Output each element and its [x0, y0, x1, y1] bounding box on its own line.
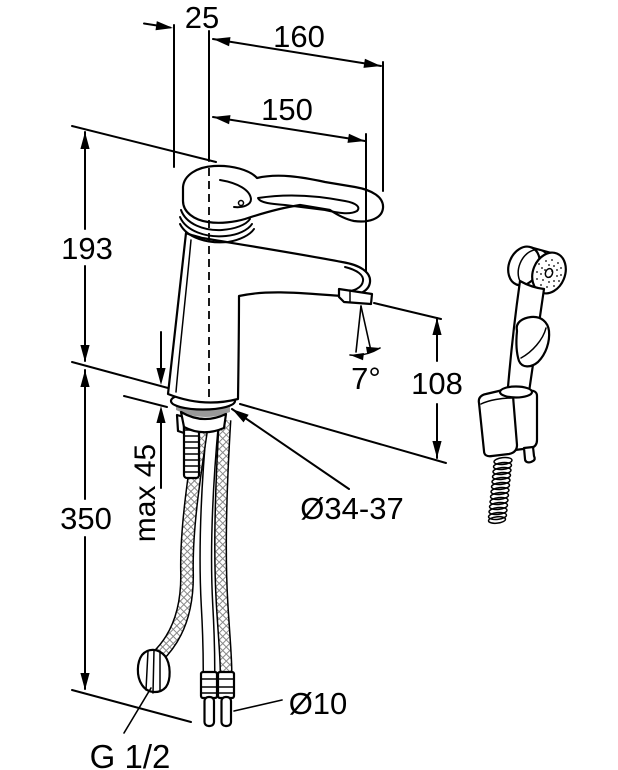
lever-handle — [181, 164, 385, 224]
dim-label-160: 160 — [273, 19, 325, 54]
copper-tail-pipes — [199, 670, 236, 728]
dimension-spout-angle-7deg: 7° — [349, 305, 381, 396]
dim-label-max45: max 45 — [129, 444, 162, 542]
aerator — [337, 287, 374, 306]
column-contour — [175, 239, 192, 393]
dimension-deck-thickness-max45: max 45 — [123, 331, 168, 542]
handle-spoon-indent — [219, 179, 252, 209]
spray-face — [536, 259, 562, 288]
hand-shower — [477, 245, 567, 525]
dim-label-hose-thread: G 1/2 — [90, 738, 171, 770]
neck-rings — [179, 209, 255, 244]
dim-label-7deg: 7° — [351, 361, 381, 396]
dimension-handle-reach-160: 160 — [212, 19, 384, 192]
dim-label-hole-diameter: Ø34-37 — [300, 491, 403, 526]
dimension-hose-length-350: 350 — [60, 369, 192, 723]
g-half-thread-fitting — [136, 648, 171, 694]
dimension-spout-height-108: 108 — [239, 302, 463, 464]
dimension-body-height-193: 193 — [61, 125, 217, 389]
dim-label-pipe-diameter: Ø10 — [289, 686, 348, 721]
dimension-spout-reach-150: 150 — [212, 92, 367, 273]
supply-hoses — [152, 416, 233, 672]
faucet-body — [166, 231, 374, 404]
dim-label-350: 350 — [60, 501, 112, 536]
shower-holder — [477, 385, 539, 464]
dim-label-108: 108 — [411, 366, 463, 401]
shower-hose — [487, 456, 513, 525]
leader-hole-diameter: Ø34-37 — [229, 405, 404, 526]
handle-pin-hole — [237, 199, 245, 207]
dim-label-193: 193 — [61, 231, 113, 266]
shower-collar — [498, 385, 534, 399]
leader-hose-thread: G 1/2 — [90, 687, 171, 770]
dimension-handle-offset-25: 25 — [143, 0, 219, 168]
leader-tail-pipe-diameter: Ø10 — [233, 686, 348, 721]
dim-label-150: 150 — [261, 92, 313, 127]
dim-label-25: 25 — [185, 0, 219, 35]
shower-trigger — [515, 315, 551, 368]
handle-loop-hole — [257, 194, 360, 215]
